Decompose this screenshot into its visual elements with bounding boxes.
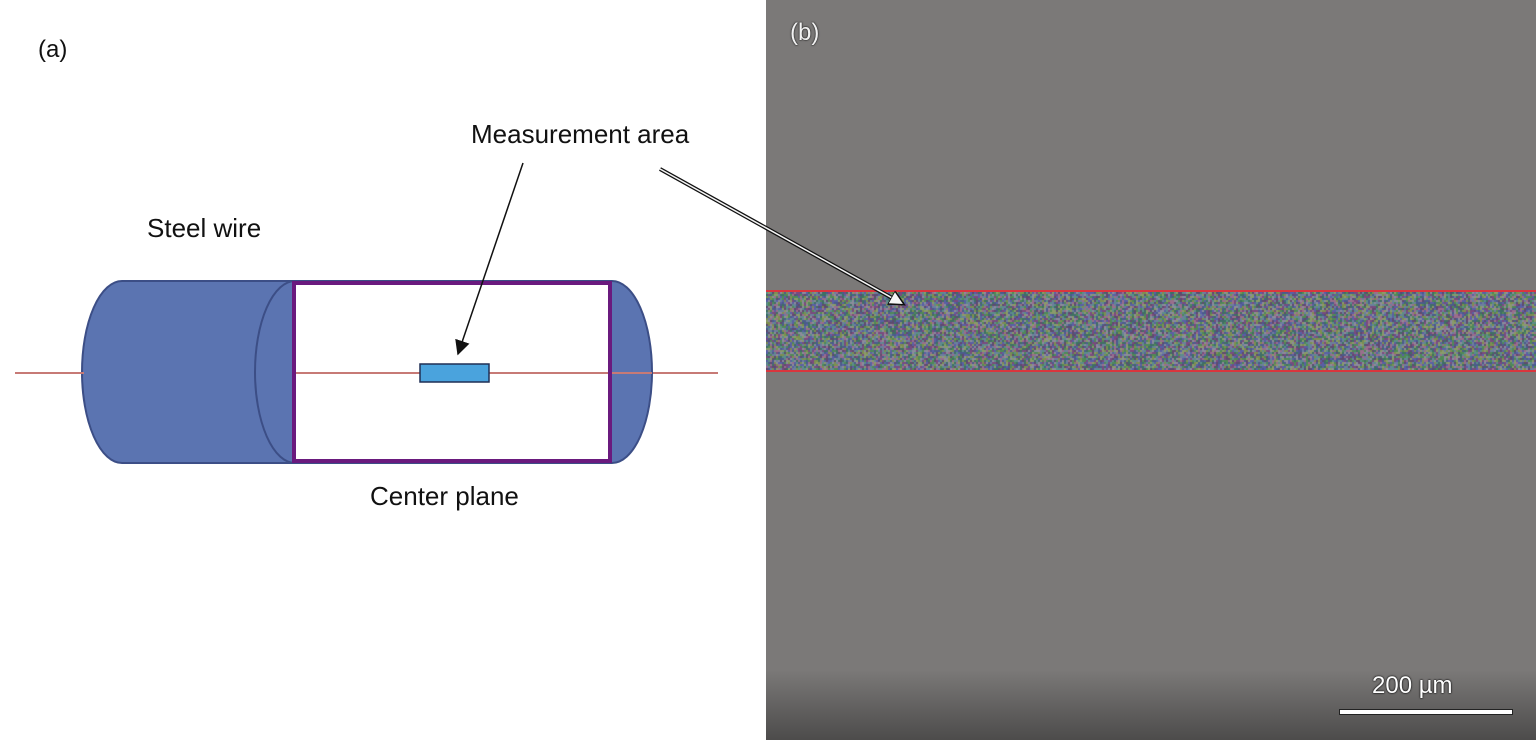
- cylinder-cut-edge: [254, 280, 296, 464]
- center-plane-label: Center plane: [370, 481, 519, 511]
- grain-orientation-map: [766, 292, 1536, 370]
- measurement-area-label: Measurement area: [471, 119, 690, 149]
- panel-b-label: (b): [790, 19, 820, 46]
- wire-diagram: [15, 162, 718, 464]
- scale-bar-label: 200 µm: [1372, 672, 1453, 699]
- measured-grain-band: [766, 290, 1536, 372]
- panel-b-micrograph: (b): [766, 0, 1536, 740]
- panel-a-schematic: (a) Steel wire Center plane Measurement …: [0, 0, 766, 740]
- panel-a-label: (a): [38, 36, 68, 63]
- measurement-area-rect: [419, 363, 490, 383]
- measurement-area-arrow-a: [455, 162, 524, 356]
- bottom-shading: [766, 670, 1536, 740]
- steel-wire-label: Steel wire: [147, 213, 262, 243]
- scale-bar: [1339, 709, 1513, 715]
